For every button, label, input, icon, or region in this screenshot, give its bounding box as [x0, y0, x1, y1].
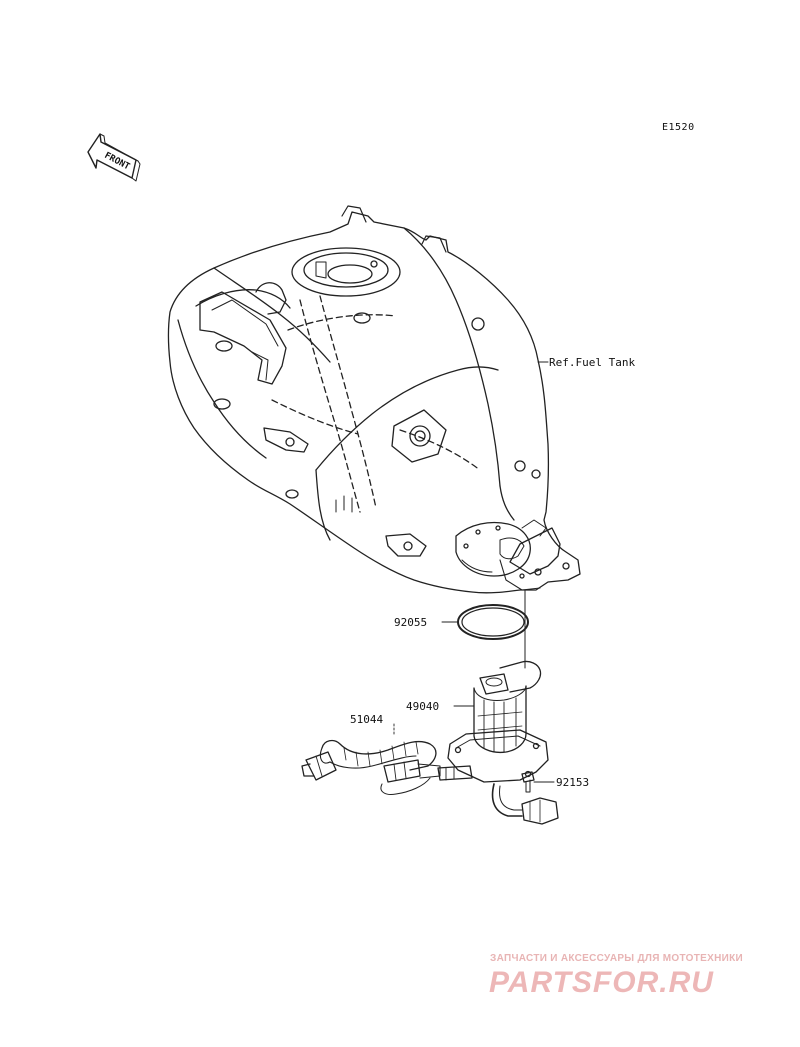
fuel-pump-49040 — [437, 660, 559, 825]
part-label-92153: 92153 — [556, 776, 589, 789]
part-label-49040: 49040 — [406, 700, 439, 713]
diagram-code: E1520 — [662, 122, 695, 133]
watermark-tagline: ЗАПЧАСТИ И АКСЕССУАРЫ ДЛЯ МОТОТЕХНИКИ — [490, 953, 743, 964]
fuel-hose-51044 — [301, 723, 441, 795]
front-arrow-icon: FRONT — [87, 133, 141, 182]
front-label: FRONT — [103, 151, 132, 173]
ref-fuel-tank-label: Ref.Fuel Tank — [549, 356, 635, 369]
watermark-logo: PARTSFOR.RU — [489, 966, 714, 999]
fuel-tank-outline — [167, 205, 581, 594]
o-ring-92055 — [441, 604, 529, 640]
part-label-51044: 51044 — [350, 713, 383, 726]
part-label-92055: 92055 — [394, 616, 427, 629]
bolt-92153 — [521, 771, 555, 793]
